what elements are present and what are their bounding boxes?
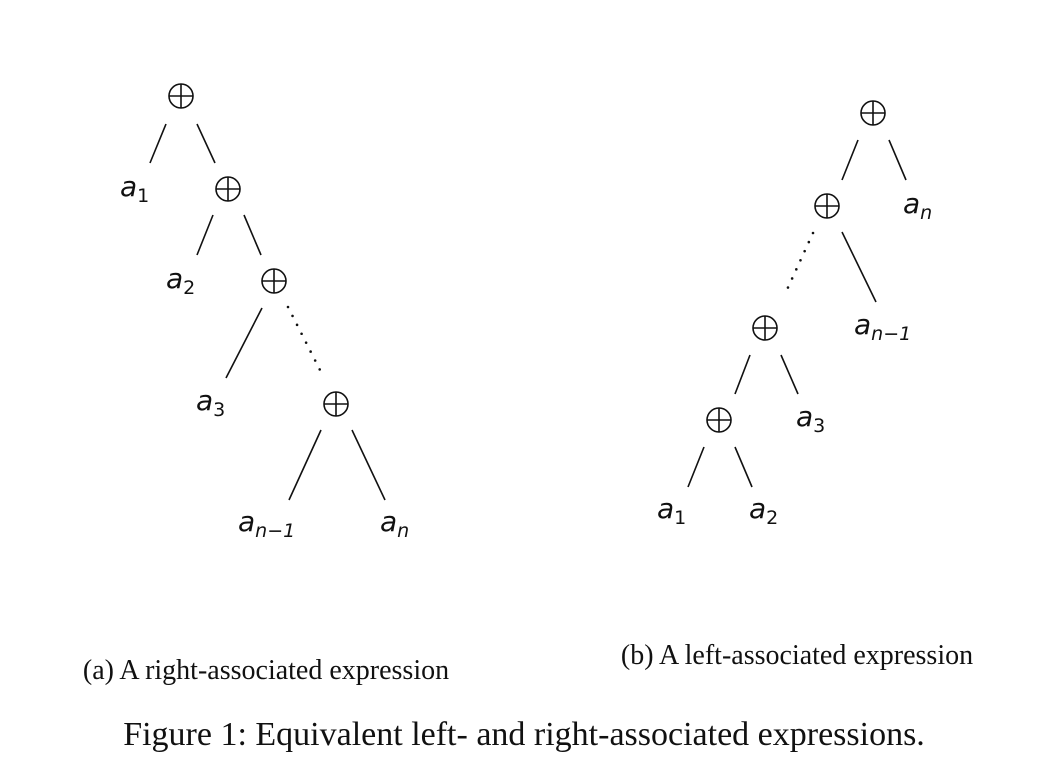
edge bbox=[841, 139, 859, 181]
caption-a: (a) A right-associated expression bbox=[83, 655, 449, 686]
leaf-a2: a2 bbox=[749, 492, 778, 529]
leaf-a1: a1 bbox=[657, 492, 686, 529]
ellipsis-dots bbox=[286, 305, 322, 372]
edge bbox=[734, 446, 753, 488]
edge bbox=[841, 231, 877, 303]
operator-node-plus bbox=[706, 407, 732, 433]
edge bbox=[196, 214, 214, 256]
leaf-an-minus-1: an−1 bbox=[238, 505, 295, 542]
edge bbox=[687, 446, 705, 488]
figure-caption: Figure 1: Equivalent left- and right-ass… bbox=[123, 716, 925, 753]
leaf-an-minus-1: an−1 bbox=[854, 308, 911, 345]
edge bbox=[149, 123, 167, 164]
leaf-a3: a3 bbox=[196, 384, 225, 421]
leaf-an: an bbox=[380, 505, 409, 542]
edge bbox=[888, 139, 907, 181]
ellipsis-dots bbox=[783, 231, 815, 296]
edge bbox=[196, 123, 216, 164]
edge bbox=[288, 429, 322, 501]
operator-node-plus bbox=[814, 193, 840, 219]
edge bbox=[243, 214, 262, 256]
leaf-a2: a2 bbox=[166, 262, 195, 299]
operator-node-plus bbox=[323, 391, 349, 417]
operator-node-plus bbox=[261, 268, 287, 294]
caption-b: (b) A left-associated expression bbox=[621, 640, 973, 671]
operator-node-plus bbox=[168, 83, 194, 109]
edge bbox=[225, 307, 263, 379]
edge bbox=[780, 354, 799, 395]
tree-b: an an−1 a3 a1 a2 bbox=[657, 100, 932, 529]
operator-node-plus bbox=[752, 315, 778, 341]
operator-node-plus bbox=[860, 100, 886, 126]
operator-node-plus bbox=[215, 176, 241, 202]
edge bbox=[734, 354, 751, 395]
leaf-a3: a3 bbox=[796, 400, 825, 437]
tree-a: a1 a2 a3 an−1 an bbox=[120, 83, 409, 542]
leaf-a1: a1 bbox=[120, 170, 149, 207]
edge bbox=[351, 429, 386, 501]
leaf-an: an bbox=[903, 187, 932, 224]
